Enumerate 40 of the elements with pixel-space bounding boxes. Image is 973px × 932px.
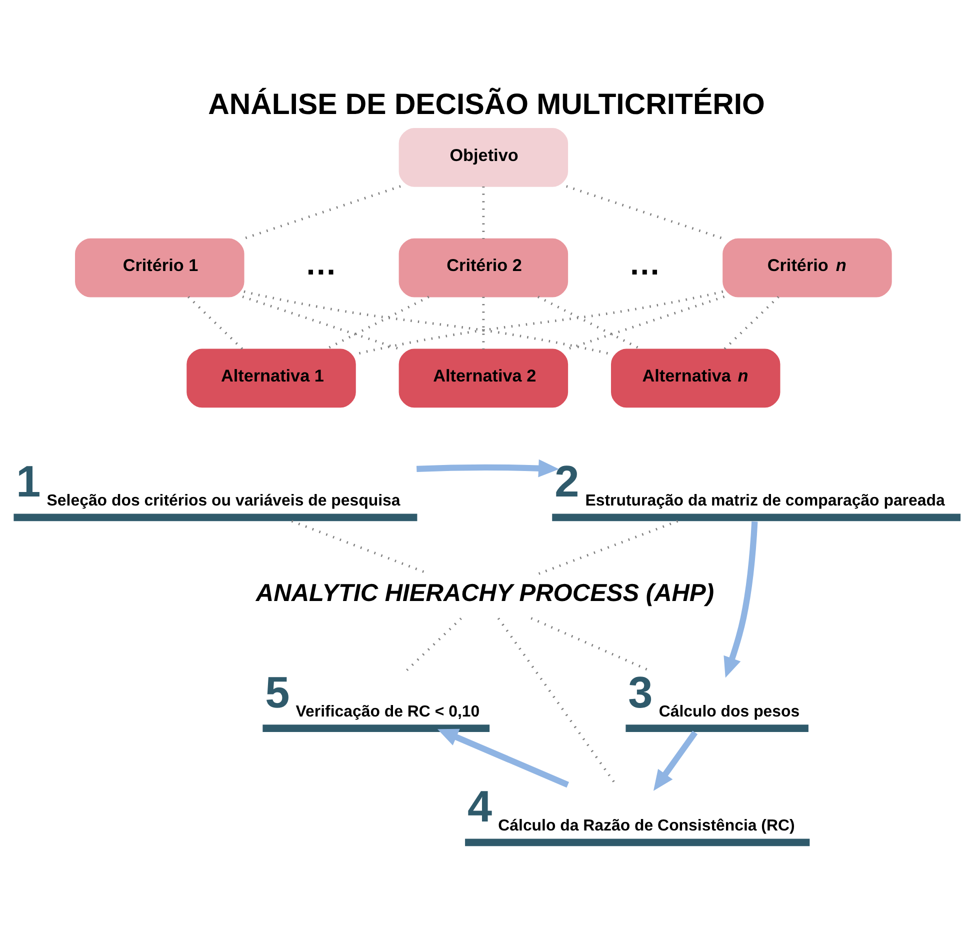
connector bbox=[242, 184, 401, 240]
node-box: Critério 1 bbox=[75, 238, 244, 297]
connector bbox=[242, 295, 400, 350]
connector bbox=[188, 295, 244, 350]
label: … bbox=[628, 244, 661, 281]
node-label: 2 bbox=[554, 456, 580, 506]
arrow bbox=[437, 728, 570, 788]
connector bbox=[566, 184, 724, 240]
node-label: Estruturação da matriz de comparação pareada bbox=[585, 492, 945, 510]
node-label: Seleção dos critérios ou variáveis de pesquisa bbox=[46, 492, 400, 510]
node-label: Verificação de RC < 0,10 bbox=[296, 703, 480, 720]
node-label: Cálculo dos pesos bbox=[658, 703, 800, 720]
arrow bbox=[724, 520, 758, 678]
connector bbox=[723, 295, 780, 350]
node-box: Alternativa 2 bbox=[398, 348, 568, 408]
node-box: Alternativa n bbox=[610, 348, 780, 408]
node-text: ANALYTIC HIERACHY PROCESS (AHP) bbox=[256, 579, 714, 606]
node-box: Critério 2 bbox=[398, 238, 568, 297]
connector bbox=[406, 617, 462, 671]
node-label: Cálculo da Razão de Consistência (RC) bbox=[498, 817, 795, 834]
node-label: 1 bbox=[16, 456, 41, 506]
node-box bbox=[14, 513, 418, 521]
node-box bbox=[552, 513, 961, 521]
node-box: Alternativa 1 bbox=[186, 348, 356, 408]
node-box bbox=[262, 724, 490, 732]
node-box bbox=[465, 838, 810, 846]
diagram-title: ANÁLISE DE DECISÃO MULTICRITÉRIO bbox=[208, 88, 765, 121]
node-label: 3 bbox=[628, 668, 653, 717]
node-label: 5 bbox=[265, 668, 290, 717]
node-label: 4 bbox=[467, 782, 492, 831]
connector bbox=[482, 296, 485, 349]
node-box: Critério n bbox=[722, 238, 892, 297]
node-box bbox=[626, 724, 808, 732]
connector bbox=[497, 617, 617, 785]
connector bbox=[538, 520, 678, 574]
arrow bbox=[653, 730, 698, 790]
connector bbox=[566, 295, 725, 350]
arrow bbox=[416, 458, 560, 477]
node-box: Objetivo bbox=[398, 128, 568, 186]
label: … bbox=[304, 244, 337, 281]
